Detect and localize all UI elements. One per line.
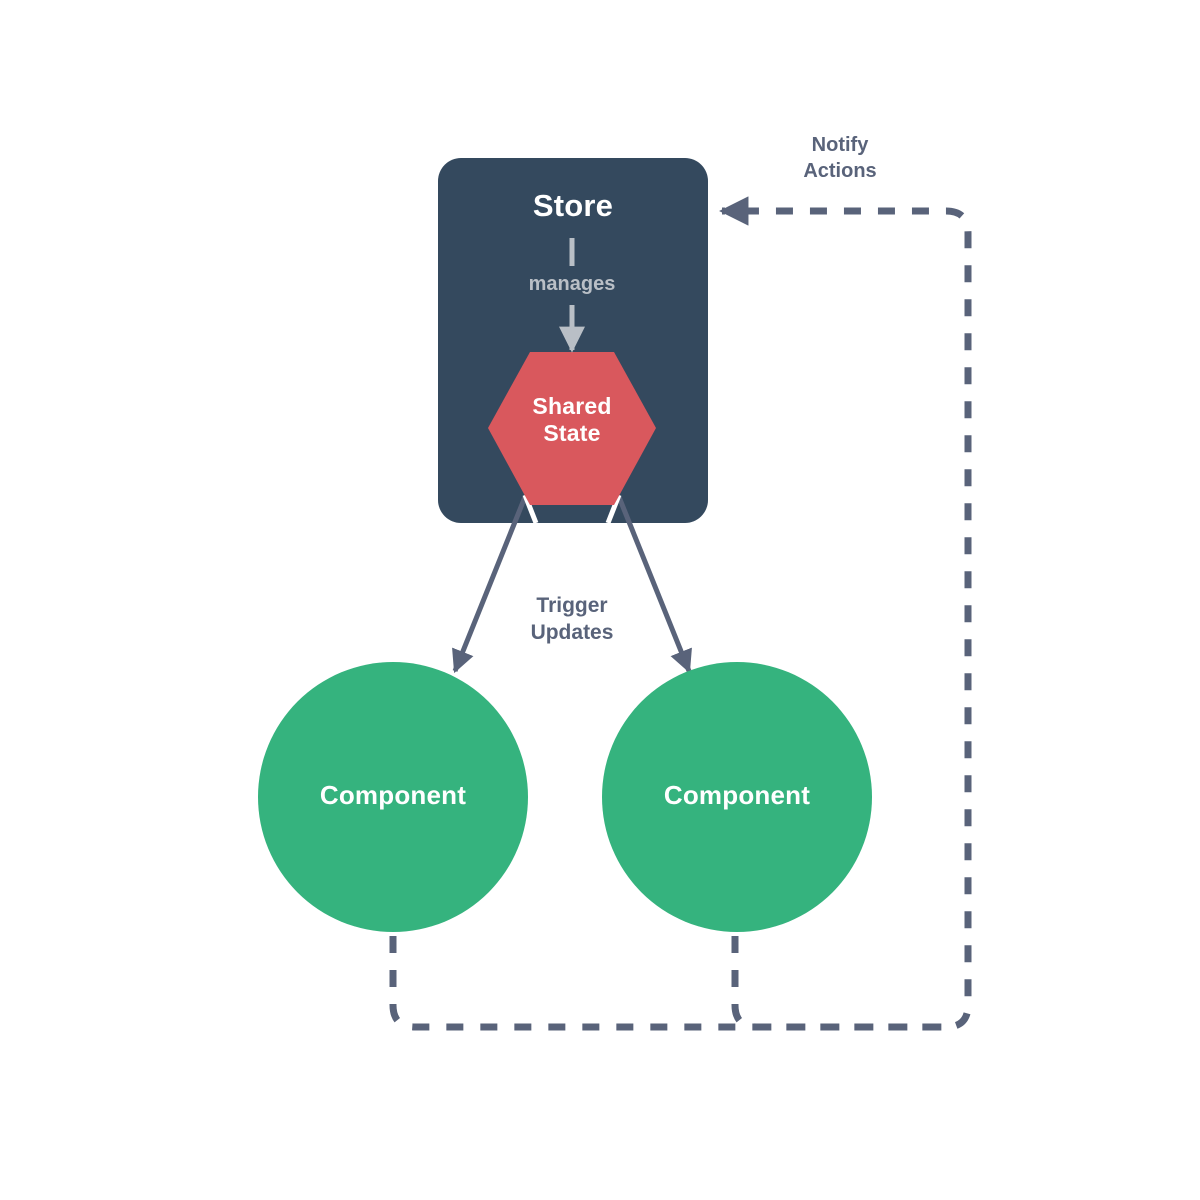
- trigger-line-left-mask: [522, 494, 539, 524]
- edge-shared-state-trigger-updates: [452, 494, 692, 674]
- dashed-path-right-component-to-trunk: [731, 936, 946, 1031]
- edge-components-notify-store: [389, 196, 972, 1031]
- trigger-line-right: [616, 496, 692, 674]
- trigger-line-left: [452, 496, 528, 674]
- shared-state-hexagon[interactable]: [488, 352, 656, 505]
- component-right-circle[interactable]: [602, 662, 872, 932]
- trigger-line-right-mask: [605, 494, 622, 524]
- dashed-path-left-component-to-store: [389, 196, 972, 1031]
- component-left-circle[interactable]: [258, 662, 528, 932]
